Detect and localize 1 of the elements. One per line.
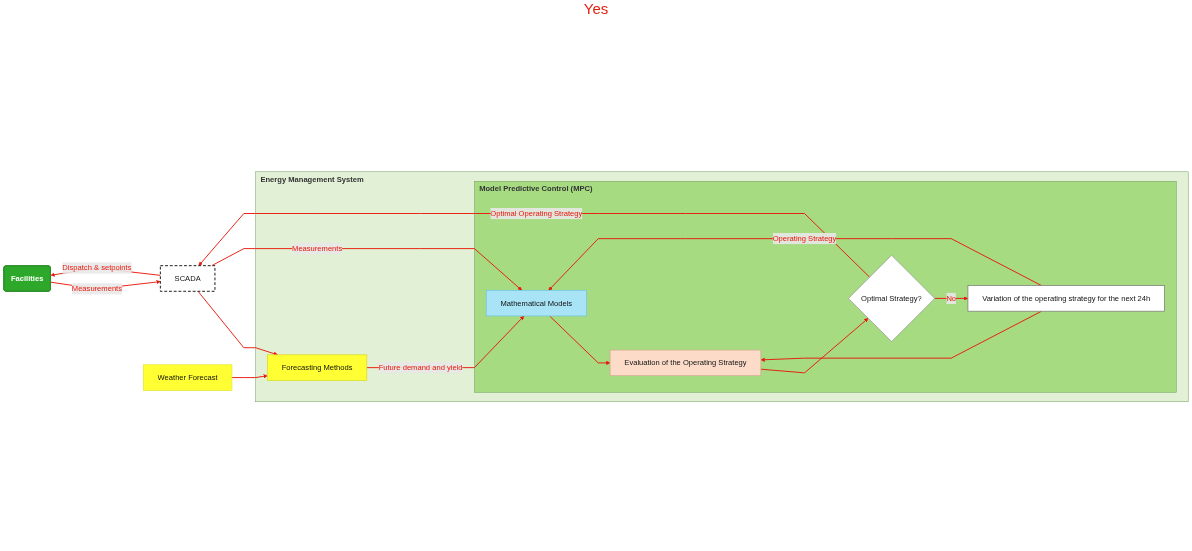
decision-label: Yes [583,0,609,17]
